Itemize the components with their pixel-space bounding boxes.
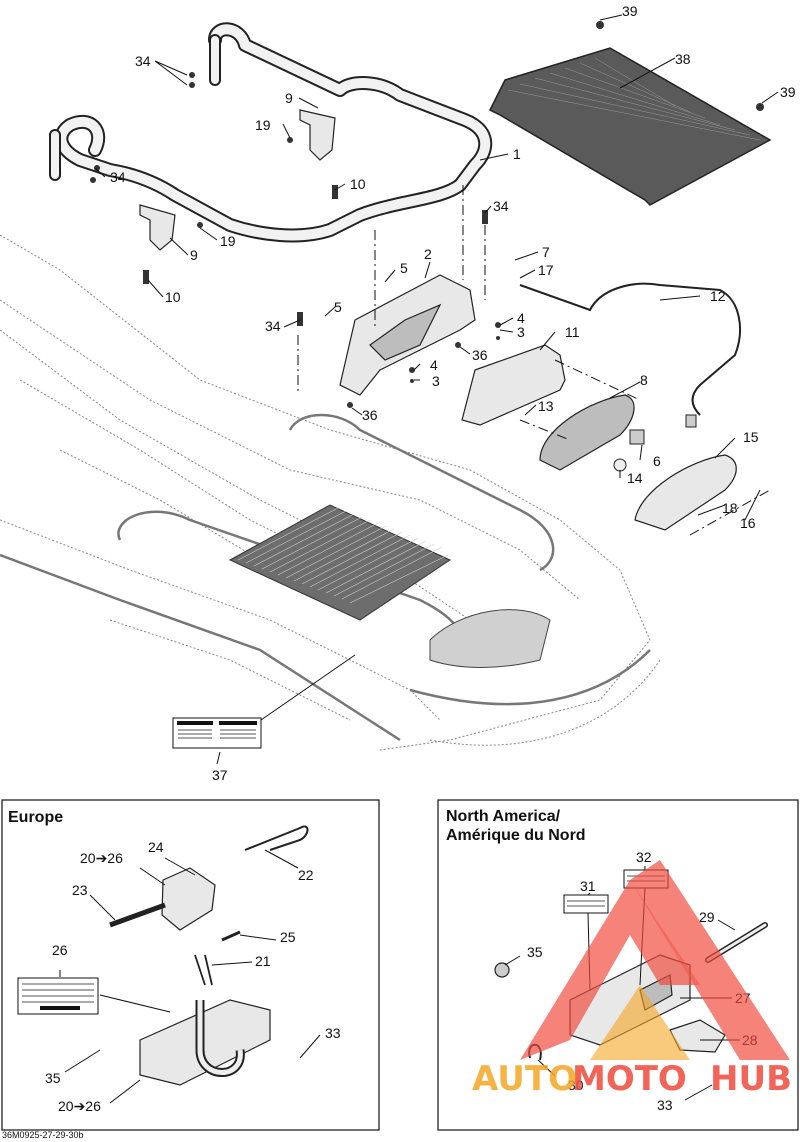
watermark-auto: AUTO bbox=[472, 1059, 577, 1099]
eu-callout-35: 35 bbox=[45, 1070, 61, 1086]
eu-callout-22: 22 bbox=[298, 867, 314, 883]
chassis-rack-grid bbox=[228, 504, 452, 621]
callout-3-a: 3 bbox=[517, 324, 525, 340]
callout-34-b: 34 bbox=[110, 169, 126, 185]
callout-10-b: 10 bbox=[165, 289, 181, 305]
wiring-harness-part-12 bbox=[519, 282, 741, 416]
callout-7: 7 bbox=[542, 244, 550, 260]
callout-9-a: 9 bbox=[285, 90, 293, 106]
bracket-part-9-upper bbox=[299, 109, 336, 161]
callout-6: 6 bbox=[653, 453, 661, 469]
watermark-moto: MOTO bbox=[572, 1059, 687, 1099]
assembly-lines bbox=[297, 185, 771, 536]
sled-chassis bbox=[0, 234, 661, 751]
europe-leaders bbox=[59, 849, 321, 1104]
callout-37: 38 bbox=[675, 51, 691, 67]
callout-34-d: 34 bbox=[265, 318, 281, 334]
leader-lines bbox=[94, 14, 779, 765]
callout-16: 16 bbox=[740, 515, 756, 531]
na-callout-35: 35 bbox=[527, 944, 543, 960]
callout-5-b: 5 bbox=[334, 299, 342, 315]
callout-18: 18 bbox=[722, 500, 738, 516]
callout-15: 15 bbox=[743, 429, 759, 445]
eu-callout-20-26-bottom: 20➔26 bbox=[58, 1098, 101, 1114]
callout-5-a: 5 bbox=[400, 260, 408, 276]
reference-code: 36M0925-27-29-30b bbox=[2, 1130, 84, 1140]
callout-17: 17 bbox=[538, 262, 554, 278]
europe-panel-title: Europe bbox=[8, 809, 63, 826]
eu-callout-24: 24 bbox=[148, 839, 164, 855]
callout-9-b: 9 bbox=[190, 247, 198, 263]
callout-4-b: 4 bbox=[430, 357, 438, 373]
light-housing-part-11 bbox=[461, 344, 566, 426]
hitch-body bbox=[139, 999, 271, 1086]
bolt-part-23 bbox=[109, 902, 166, 928]
callout-8: 8 bbox=[640, 372, 648, 388]
warning-label-part-38 bbox=[172, 717, 262, 749]
hitch-bracket-part-24 bbox=[161, 867, 216, 931]
fasteners bbox=[90, 21, 764, 408]
washer-part-35 bbox=[494, 962, 510, 978]
callout-36-b: 36 bbox=[362, 407, 378, 423]
outer-lens-part-15 bbox=[634, 454, 737, 531]
eu-callout-23: 23 bbox=[72, 882, 88, 898]
callout-39-top: 39 bbox=[622, 3, 638, 19]
automotohub-watermark: AUTO MOTO HUB bbox=[472, 860, 792, 1099]
na-callout-31: 31 bbox=[580, 878, 596, 894]
callout-39-right: 39 bbox=[780, 84, 796, 100]
eu-callout-26: 26 bbox=[52, 942, 68, 958]
grab-handle-part-1 bbox=[49, 22, 493, 243]
label-part-31 bbox=[563, 894, 609, 914]
callout-34-c: 34 bbox=[493, 198, 509, 214]
callout-13: 13 bbox=[538, 398, 554, 414]
rack-base-part-2 bbox=[339, 274, 476, 396]
callout-19-a: 19 bbox=[255, 117, 271, 133]
na-callout-29: 29 bbox=[699, 909, 715, 925]
callout-2: 2 bbox=[424, 246, 432, 262]
callout-12: 12 bbox=[710, 288, 726, 304]
na-callout-30: 30 bbox=[568, 1077, 584, 1093]
callout-1: 1 bbox=[513, 146, 521, 162]
hitch-pin-part-22 bbox=[244, 825, 309, 851]
callout-10-a: 10 bbox=[350, 176, 366, 192]
callout-14: 14 bbox=[627, 470, 643, 486]
na-panel-title-line2: Amérique du Nord bbox=[446, 827, 586, 844]
eu-callout-25: 25 bbox=[280, 929, 296, 945]
na-callout-32: 32 bbox=[636, 849, 652, 865]
spring-pin-part-21 bbox=[194, 954, 213, 986]
callout-19-b: 19 bbox=[220, 233, 236, 249]
callout-38: 37 bbox=[212, 767, 228, 783]
eu-callout-20-26-top: 20➔26 bbox=[80, 850, 123, 866]
callout-36-a: 36 bbox=[472, 347, 488, 363]
rack-mat-part-37 bbox=[488, 47, 772, 206]
spring-pin-part-25 bbox=[221, 930, 241, 942]
lens-part-8 bbox=[539, 394, 635, 471]
na-panel-title-line1: North America/ bbox=[446, 808, 561, 825]
watermark-hub: HUB bbox=[710, 1059, 792, 1099]
callout-3-b: 3 bbox=[432, 373, 440, 389]
callout-4-a: 4 bbox=[517, 310, 525, 326]
eu-callout-21: 21 bbox=[255, 953, 271, 969]
callout-34-a: 34 bbox=[135, 53, 151, 69]
bracket-part-9-lower bbox=[139, 204, 176, 251]
main-callouts: 39 38 39 34 9 19 1 34 10 34 19 9 10 2 5 … bbox=[110, 3, 796, 783]
bulb-socket-parts bbox=[613, 414, 697, 472]
eu-callout-33: 33 bbox=[325, 1025, 341, 1041]
europe-panel: Europe 20➔26 24 bbox=[1, 799, 380, 1131]
callout-11: 11 bbox=[565, 324, 580, 340]
na-callout-33: 33 bbox=[657, 1097, 673, 1113]
